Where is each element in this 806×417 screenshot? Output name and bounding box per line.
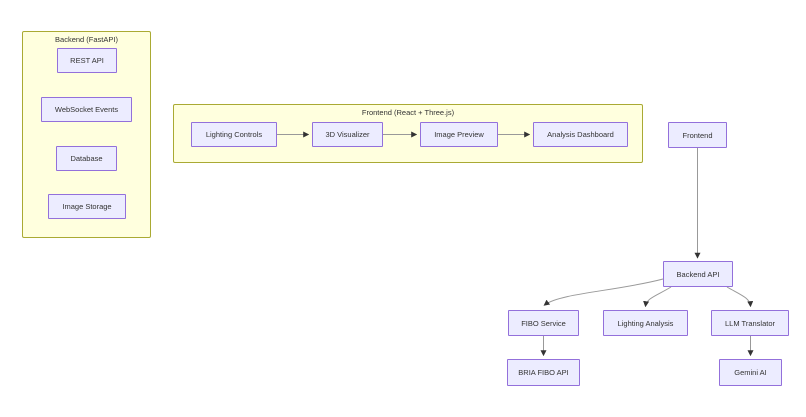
edge-backend-api-to-llm-translator — [726, 286, 754, 308]
node-lighting-analysis: Lighting Analysis — [603, 310, 688, 336]
frontend-subgraph-title: Frontend (React + Three.js) — [361, 108, 455, 117]
node-llm-translator: LLM Translator — [711, 310, 789, 336]
node-lighting-controls: Lighting Controls — [191, 122, 277, 147]
node-3d-visualizer: 3D Visualizer — [312, 122, 383, 147]
node-database: Database — [56, 146, 117, 171]
node-image-preview: Image Preview — [420, 122, 498, 147]
node-image-storage: Image Storage — [48, 194, 126, 219]
node-frontend: Frontend — [668, 122, 727, 148]
node-fibo-service: FIBO Service — [508, 310, 579, 336]
backend-subgraph-title: Backend (FastAPI) — [55, 35, 118, 44]
node-analysis-dashboard: Analysis Dashboard — [533, 122, 628, 147]
node-bria-fibo-api: BRIA FIBO API — [507, 359, 580, 386]
node-backend-api: Backend API — [663, 261, 733, 287]
node-websocket-events: WebSocket Events — [41, 97, 132, 122]
edge-backend-api-to-lighting-analysis — [643, 286, 672, 308]
edge-backend-api-to-fibo-service — [543, 278, 664, 306]
node-gemini-ai: Gemini AI — [719, 359, 782, 386]
node-rest-api: REST API — [57, 48, 117, 73]
